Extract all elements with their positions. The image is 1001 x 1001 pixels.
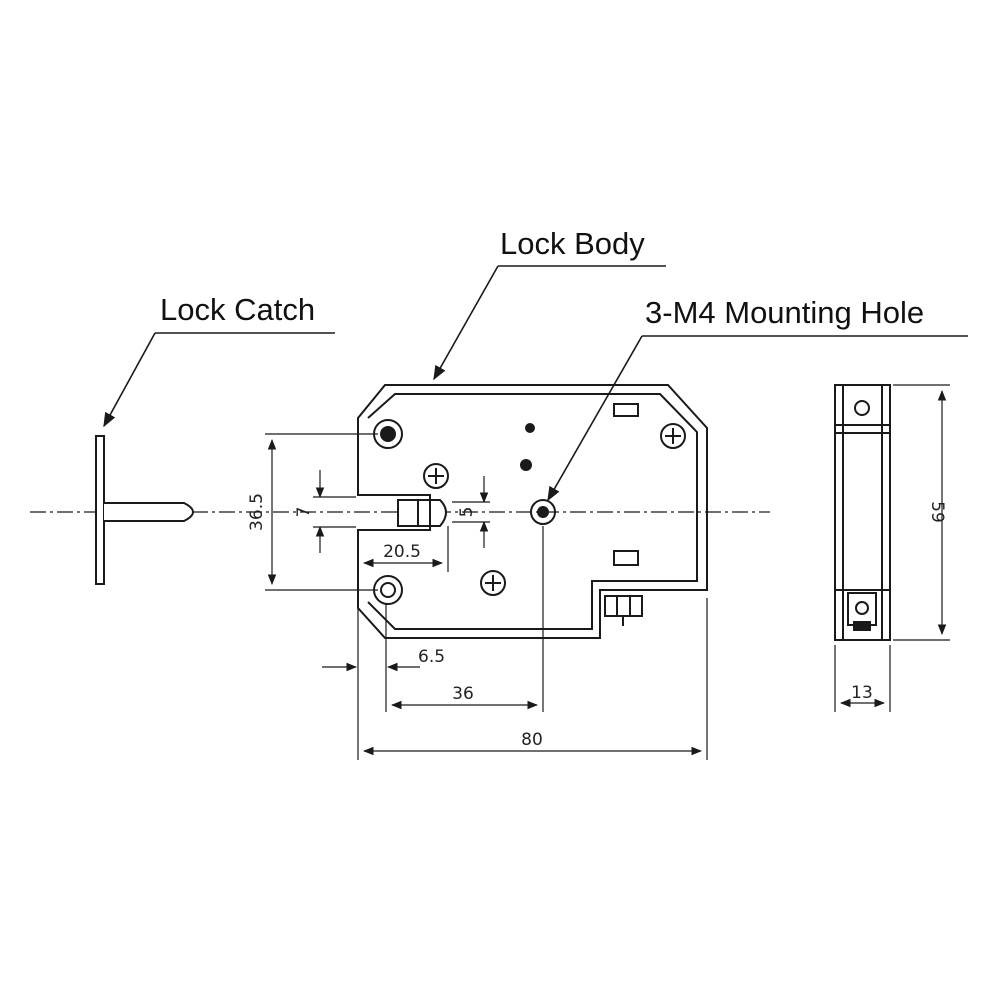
- catch-pin: [104, 502, 194, 522]
- callout-lock-body: Lock Body: [500, 226, 645, 261]
- screw-icon: [423, 463, 449, 489]
- catch-plate: [95, 435, 105, 585]
- lock-body: [357, 384, 708, 639]
- callout-leaders: [103, 265, 968, 502]
- side-outline: [834, 384, 891, 641]
- dim-slot-height: 7: [294, 507, 314, 518]
- dim-hole-offset: 6.5: [418, 647, 445, 667]
- callout-lock-catch: Lock Catch: [160, 292, 315, 327]
- dim-hole-to-hole: 36: [452, 684, 474, 704]
- side-tab: [604, 595, 643, 617]
- screw-icon: [660, 423, 686, 449]
- dim-latch-height: 5: [457, 507, 477, 518]
- slot-bottom: [613, 550, 639, 566]
- screw-icon: [480, 570, 506, 596]
- slot-top: [613, 403, 639, 417]
- dim-overall-width: 80: [521, 730, 543, 750]
- body-inner-edge: [367, 393, 698, 630]
- side-connector: [847, 592, 877, 626]
- dimension-lines: [265, 384, 950, 760]
- dim-overall-height: 59: [927, 501, 947, 523]
- mounting-hole-center: [530, 499, 556, 525]
- lock-catch: [95, 435, 194, 585]
- callout-mounting-hole: 3-M4 Mounting Hole: [645, 295, 924, 330]
- dim-hole-spacing: 36.5: [247, 493, 267, 531]
- latch-bolt: [397, 499, 447, 527]
- lock-side-view: [834, 384, 891, 641]
- dim-thickness: 13: [851, 683, 873, 703]
- dim-slot-depth: 20.5: [383, 542, 421, 562]
